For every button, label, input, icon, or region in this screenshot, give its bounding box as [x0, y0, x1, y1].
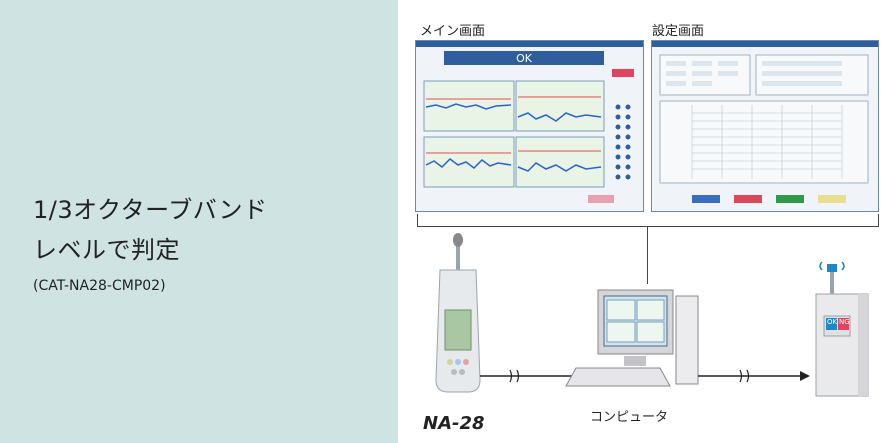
main-screen-thumbnail[interactable]: OK: [415, 40, 644, 212]
settings-table: [659, 100, 869, 184]
stop-button: [588, 195, 614, 203]
computer-label: コンピュータ: [590, 410, 669, 425]
graph-4: [515, 136, 605, 188]
graph-1: [423, 80, 515, 132]
title-line-2: レベルで判定: [33, 236, 180, 264]
screens-bracket: [417, 214, 879, 227]
graph-2: [515, 80, 605, 132]
graph-3: [423, 136, 515, 188]
computer-icon: [565, 289, 699, 387]
settings-form: [659, 54, 869, 203]
settings-screen-label: 設定画面: [652, 24, 705, 39]
indicator-ok-text: OK: [827, 318, 838, 326]
indicator-ng-text: NG: [839, 318, 850, 326]
settings-screen-thumbnail[interactable]: [651, 40, 879, 212]
left-panel: 1/3オクターブバンド レベルで判定 (CAT-NA28-CMP02): [0, 0, 398, 443]
ok-status-bar: [444, 51, 604, 65]
main-screen-graphs: OK: [423, 51, 634, 203]
ok-status-text: OK: [516, 52, 533, 65]
indicator-box-icon: [815, 261, 869, 397]
model-code: (CAT-NA28-CMP02): [33, 278, 166, 294]
bracket-stem: [647, 226, 648, 284]
meter-name: NA-28: [423, 413, 485, 434]
settings-button-3: [776, 195, 804, 203]
connection-diagram: [435, 233, 869, 397]
na28-meter-icon: [435, 233, 481, 393]
settings-button-4: [818, 195, 846, 203]
window-titlebar: [416, 41, 643, 47]
settings-button-2: [734, 195, 762, 203]
alarm-indicator: [612, 69, 634, 77]
main-screen-label: メイン画面: [420, 24, 486, 39]
window-titlebar: [652, 41, 878, 47]
settings-button-1: [692, 195, 720, 203]
band-indicators: [615, 104, 631, 180]
title-line-1: 1/3オクターブバンド: [33, 196, 268, 224]
